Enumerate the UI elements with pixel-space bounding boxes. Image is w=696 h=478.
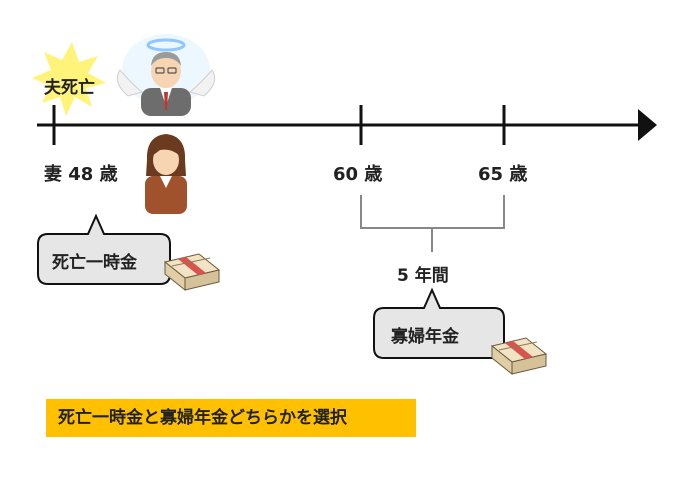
money-stack-icon: [163, 253, 221, 292]
choice-banner: 死亡一時金と寡婦年金どちらかを選択: [46, 399, 416, 437]
age-65-label: 65 歳: [478, 164, 528, 185]
duration-label: 5 年間: [397, 266, 449, 286]
starburst-icon: [32, 42, 106, 116]
duration-bracket: [360, 195, 505, 229]
money-stack-icon: [490, 337, 548, 376]
widow-pension-label: 寡婦年金: [391, 327, 459, 347]
husband-death-label: 夫死亡: [44, 78, 95, 98]
lump-sum-bubble: [37, 213, 171, 285]
angel-husband-icon: [116, 34, 216, 116]
age-60-label: 60 歳: [333, 164, 383, 185]
lump-sum-label: 死亡一時金: [52, 253, 137, 273]
wife-age-label: 妻 48 歳: [44, 164, 118, 185]
timeline-arrowhead: [638, 109, 657, 141]
wife-icon: [145, 134, 187, 214]
